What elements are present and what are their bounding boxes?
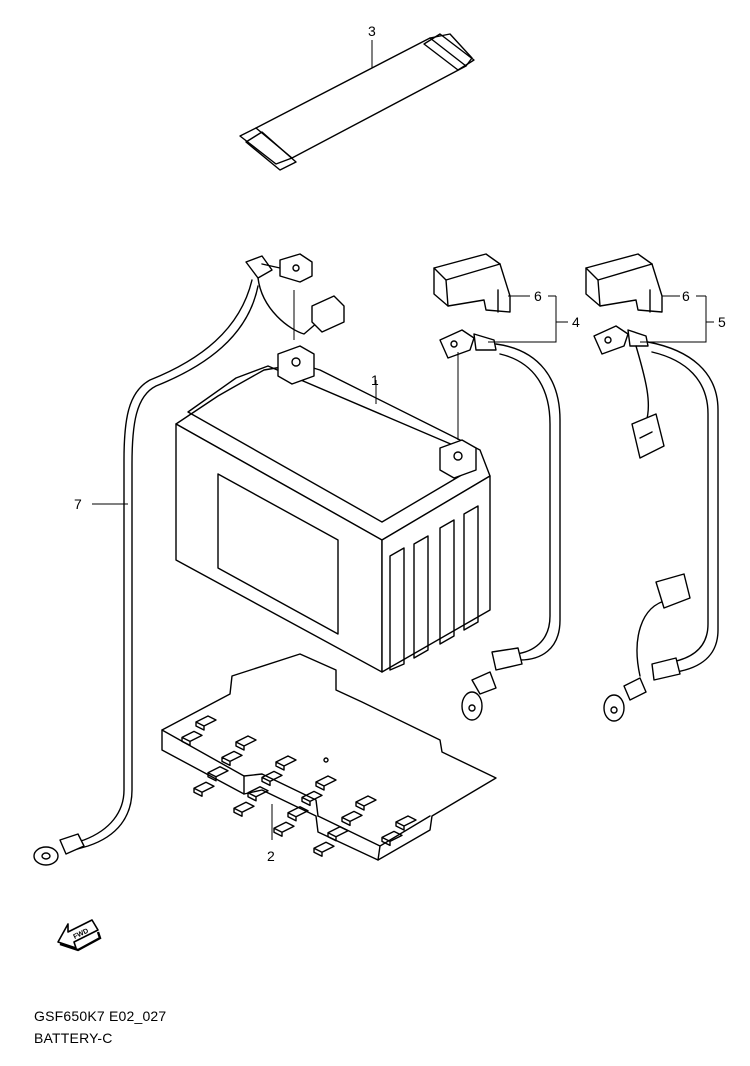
callout-band: 3: [368, 23, 376, 39]
diagram-code: GSF650K7 E02_027: [34, 1008, 167, 1024]
callout-ground-lead: 7: [74, 496, 82, 512]
battery-band: [239, 33, 475, 171]
callout-cover-negative: 6: [682, 288, 690, 304]
diagram-title: BATTERY-C: [34, 1030, 113, 1046]
callout-cover-positive: 6: [534, 288, 542, 304]
terminal-cover-positive: [433, 253, 511, 313]
battery: [175, 345, 491, 673]
fwd-arrow-icon: FWD: [57, 919, 102, 952]
ground-lead: [33, 253, 345, 866]
callout-positive-cable: 4: [572, 314, 580, 330]
callout-negative-cable: 5: [718, 314, 726, 330]
leader-lines: [488, 295, 714, 343]
callout-tray: 2: [267, 848, 275, 864]
terminal-cover-negative: [585, 253, 663, 313]
battery-tray: [161, 653, 497, 861]
callout-battery: 1: [371, 372, 379, 388]
negative-cable: [593, 325, 719, 722]
positive-cable: [439, 329, 561, 721]
